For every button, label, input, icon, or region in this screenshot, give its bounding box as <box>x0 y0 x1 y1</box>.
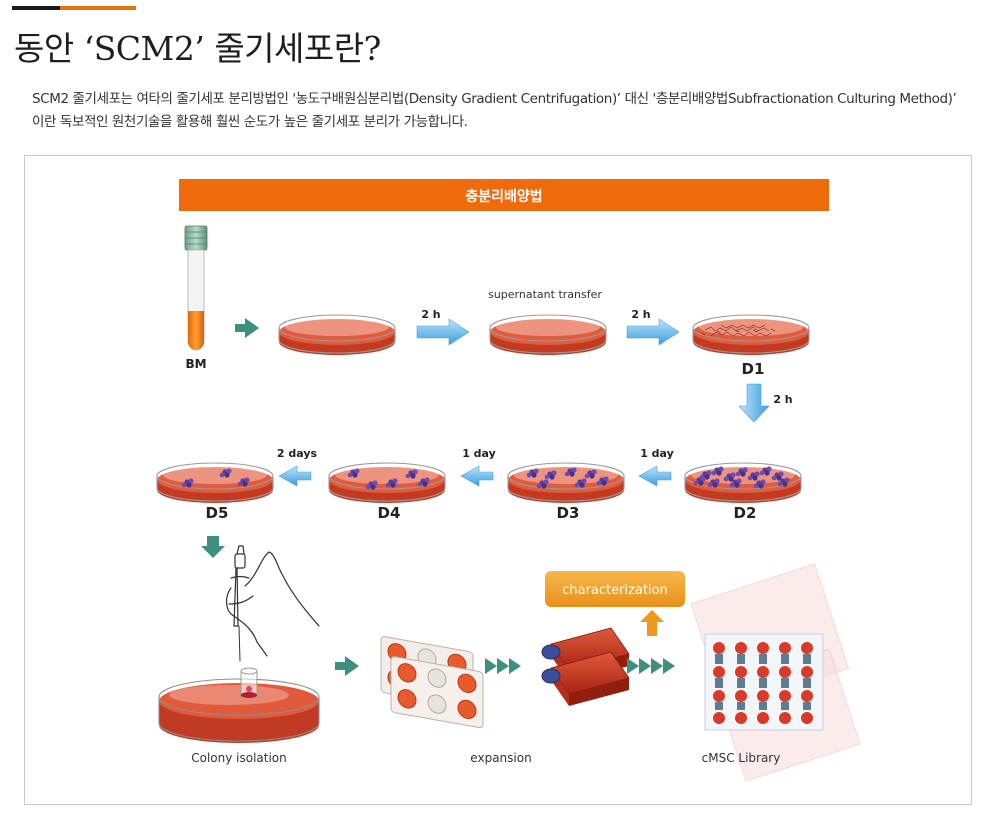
characterization-box <box>545 571 685 607</box>
arrow-d2-d3-label: 1 day <box>640 447 674 460</box>
top-accent-bar <box>12 6 136 10</box>
process-diagram: 층분리배양법 BM 2 h supernatant transfer 2 h <box>156 179 861 782</box>
d1-label: D1 <box>742 360 765 378</box>
well-plates <box>380 636 484 729</box>
hand-pipette-icon <box>225 545 320 662</box>
petri-dish-supernatant <box>489 314 607 356</box>
arrow-d4-d5-icon <box>278 465 312 487</box>
petri-dish-initial <box>278 314 396 356</box>
petri-dish-d3 <box>507 462 625 504</box>
double-arrow-icon <box>485 658 521 674</box>
cmsc-library-racks <box>690 563 861 782</box>
bm-tube <box>184 225 208 351</box>
cmsc-library-label: cMSC Library <box>702 751 781 765</box>
arrow-down-label: 2 h <box>773 393 792 406</box>
accent-bar-dark <box>12 6 60 10</box>
arrow-2-icon <box>626 318 680 346</box>
arrow-to-plates-icon <box>335 656 359 676</box>
arrow-tube-to-dish-icon <box>235 318 259 338</box>
culture-flasks <box>541 627 630 706</box>
accent-bar-orange <box>60 6 136 10</box>
d4-label: D4 <box>378 504 401 522</box>
arrow-d2-d3-icon <box>638 465 672 487</box>
characterization-label: characterization <box>562 583 668 598</box>
arrow-d3-d4-label: 1 day <box>462 447 496 460</box>
arrow-d5-down-icon <box>201 536 225 558</box>
method-banner <box>179 179 829 211</box>
arrow-1-label: 2 h <box>421 308 440 321</box>
colony-isolation-label: Colony isolation <box>191 751 287 765</box>
colony-isolation-dish <box>158 667 320 743</box>
diagram-frame: 층분리배양법 BM 2 h supernatant transfer 2 h <box>24 155 972 805</box>
arrow-d3-d4-icon <box>460 465 494 487</box>
expansion-label: expansion <box>470 751 531 765</box>
d5-label: D5 <box>206 504 229 522</box>
supernatant-transfer-label: supernatant transfer <box>488 288 602 301</box>
petri-dish-d2 <box>684 462 802 504</box>
triple-arrow-icon <box>627 658 675 674</box>
petri-dish-d5 <box>156 462 274 504</box>
d2-label: D2 <box>734 504 757 522</box>
petri-dish-d4 <box>328 462 446 504</box>
arrow-d4-d5-label: 2 days <box>277 447 318 460</box>
page-description: SCM2 줄기세포는 여타의 줄기세포 분리방법인 '농도구배원심분리법(Den… <box>32 91 957 130</box>
arrow-down-icon <box>738 383 770 423</box>
arrow-up-icon <box>640 610 664 636</box>
page-title: 동안 ‘SCM2’ 줄기세포란? <box>14 29 381 68</box>
d3-label: D3 <box>557 504 580 522</box>
arrow-2-label: 2 h <box>631 308 650 321</box>
bm-label: BM <box>185 357 206 371</box>
petri-dish-d1 <box>692 314 810 356</box>
method-banner-label: 층분리배양법 <box>465 189 542 205</box>
arrow-1-icon <box>416 318 470 346</box>
